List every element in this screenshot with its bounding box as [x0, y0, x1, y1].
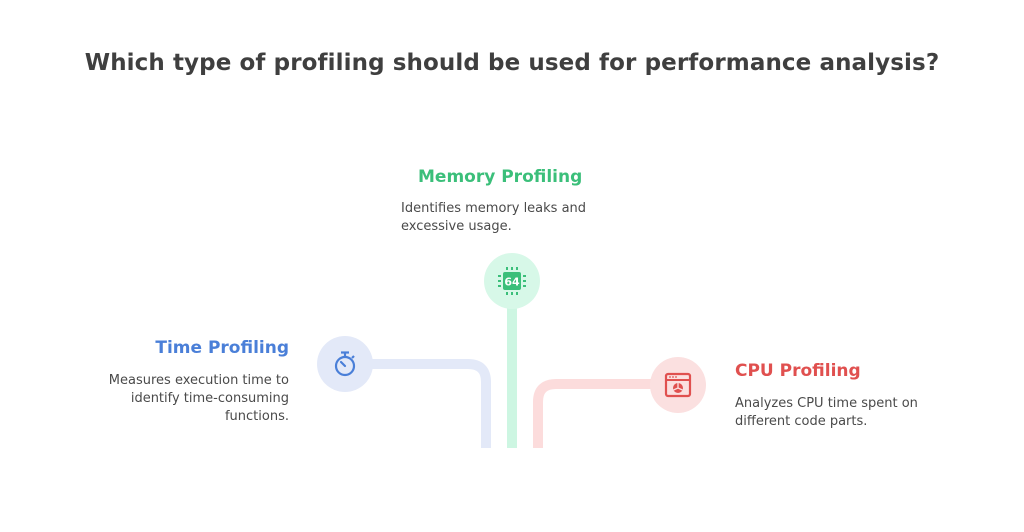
- time-profiling-title: Time Profiling: [155, 338, 289, 358]
- memory-profiling-title: Memory Profiling: [418, 167, 583, 187]
- time-connector: [372, 359, 491, 448]
- time-icon-circle: [317, 336, 373, 392]
- stopwatch-icon: [334, 351, 356, 377]
- cpu-profiling-title: CPU Profiling: [735, 361, 861, 381]
- cpu-chip-icon: 64: [498, 267, 526, 295]
- browser-pie-chart-icon: [664, 372, 692, 398]
- cpu-icon-circle: [650, 357, 706, 413]
- diagram-title: Which type of profiling should be used f…: [84, 50, 940, 76]
- memory-profiling-description: Identifies memory leaks and excessive us…: [401, 201, 587, 234]
- cpu-connector: [533, 379, 652, 448]
- chip-label: 64: [504, 276, 520, 289]
- memory-icon-circle: 64: [484, 253, 540, 309]
- cpu-profiling-description: Analyzes CPU time spent on different cod…: [735, 396, 918, 429]
- time-profiling-description: Measures execution time to identify time…: [108, 373, 289, 424]
